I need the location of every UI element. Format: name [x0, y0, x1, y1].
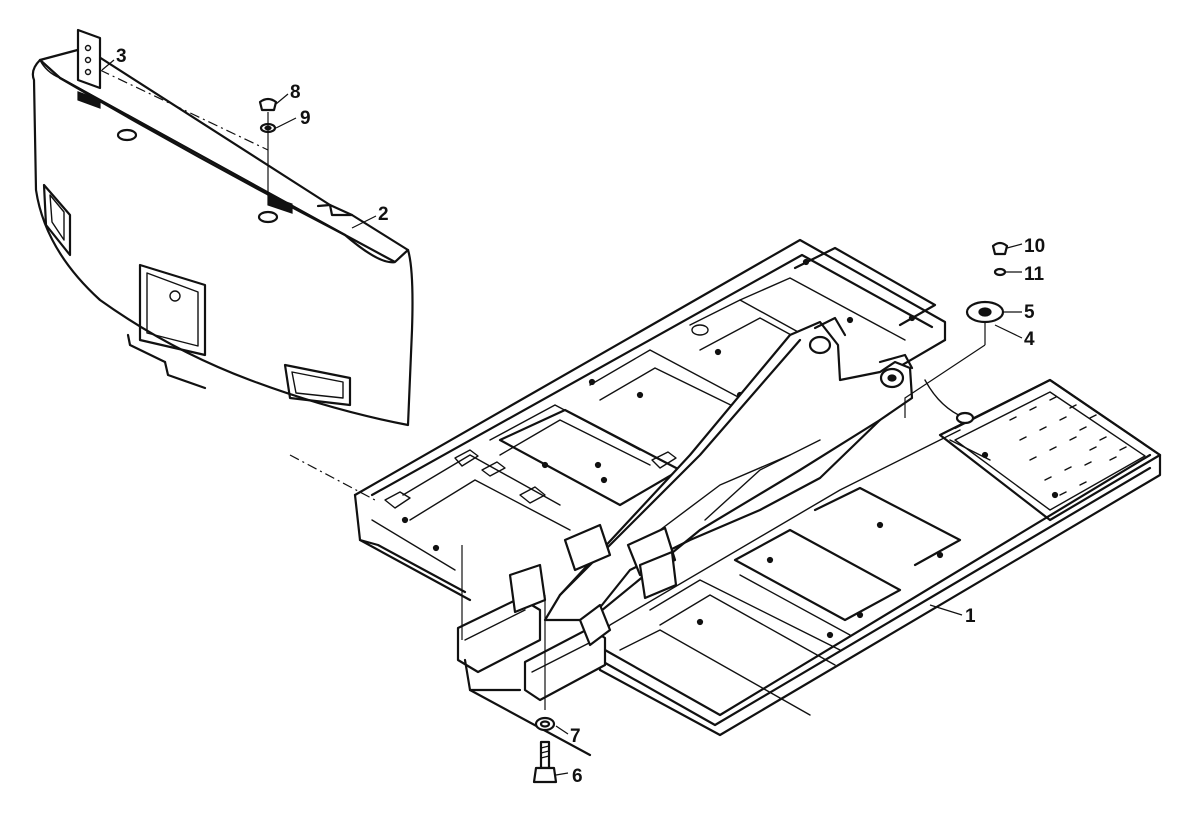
callout-4: 4 — [1024, 329, 1035, 350]
callout-8: 8 — [290, 82, 301, 103]
callout-2: 2 — [378, 204, 389, 225]
callout-3: 3 — [116, 46, 127, 67]
access-cover-plate — [138, 263, 207, 357]
callout-11: 11 — [1024, 264, 1045, 285]
center-boom-support — [543, 316, 914, 622]
lifting-bracket — [76, 28, 102, 90]
lower-right-frame — [588, 378, 1162, 737]
handle-left-opening — [42, 183, 72, 257]
washer-11 — [993, 267, 1007, 277]
callout-5: 5 — [1024, 302, 1035, 323]
callout-6: 6 — [572, 766, 583, 787]
counterweight — [31, 46, 414, 427]
callout-7: 7 — [570, 726, 581, 747]
cover-plate-5 — [965, 300, 1005, 324]
bolt-10 — [991, 241, 1009, 256]
bolt-6 — [532, 740, 558, 784]
callout-10: 10 — [1024, 236, 1045, 257]
upper-frame — [353, 238, 947, 602]
bolt-8 — [258, 97, 278, 112]
washer-7 — [534, 716, 556, 732]
front-channel-beams — [456, 523, 678, 757]
callout-1: 1 — [965, 606, 976, 627]
handle-right-opening — [283, 363, 352, 407]
callout-9: 9 — [300, 108, 311, 129]
anti-slip-pattern — [1009, 396, 1127, 496]
